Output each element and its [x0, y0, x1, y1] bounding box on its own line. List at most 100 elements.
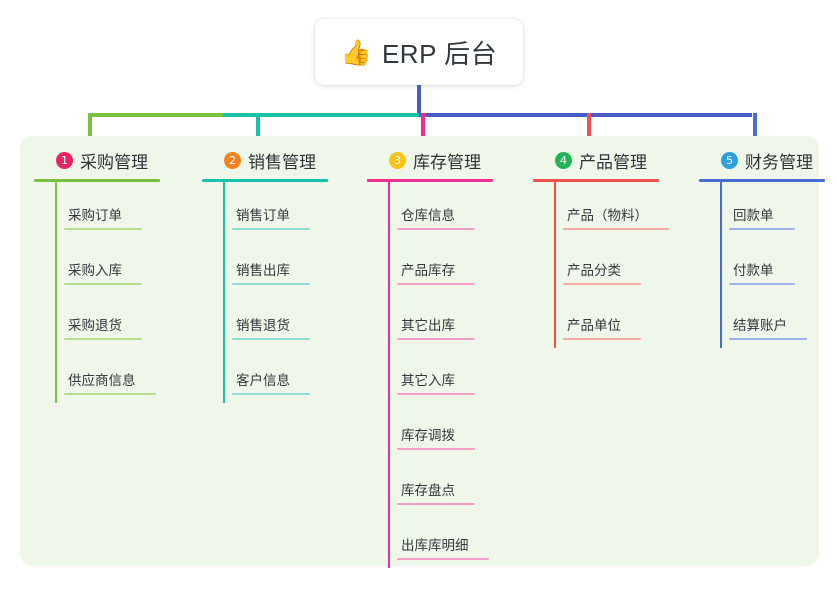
branch-items-5: 回款单付款单结算账户 — [699, 180, 825, 384]
branch-item-rule — [64, 228, 142, 230]
root-node-title: ERP 后台 — [381, 38, 498, 69]
branch-item[interactable]: 销售出库 — [232, 259, 310, 289]
erp-mindmap-canvas: 👍 ERP 后台 1 采购管理采购订单采购入库采购退货供应商信息 2 销售管理销售订单… — [20, 19, 825, 568]
branch-item-rule — [64, 393, 156, 395]
connector-drop-1 — [88, 113, 92, 146]
branch-title-4: 产品管理 — [579, 152, 647, 172]
branch-rule-3 — [367, 179, 493, 182]
branch-item[interactable]: 产品库存 — [397, 259, 475, 289]
branch-item-label: 库存盘点 — [401, 483, 455, 498]
branch-item[interactable]: 产品单位 — [563, 314, 641, 344]
branch-item-label: 出库库明细 — [401, 538, 469, 553]
branch-item-label: 其它入库 — [401, 373, 455, 388]
branch-header-3[interactable]: 3 库存管理 — [367, 146, 493, 174]
branch-item[interactable]: 供应商信息 — [64, 369, 156, 399]
branch-title-5: 财务管理 — [745, 152, 813, 172]
branch-column-4: 4 产品管理产品（物料） 产品分类产品单位 — [533, 146, 669, 384]
branch-item[interactable]: 库存调拨 — [397, 424, 475, 454]
branch-item[interactable]: 回款单 — [729, 204, 795, 234]
branch-item[interactable]: 采购订单 — [64, 204, 142, 234]
branch-items-1: 采购订单采购入库采购退货供应商信息 — [34, 180, 160, 439]
connector-segment-2 — [223, 113, 419, 117]
branch-item[interactable]: 出库库明细 — [397, 534, 489, 564]
branch-item-label: 销售出库 — [236, 263, 290, 278]
connector-drop-3 — [421, 113, 425, 146]
branch-badge-1: 1 — [56, 151, 73, 169]
branch-spine-4 — [554, 180, 556, 348]
branch-item-rule — [729, 283, 795, 285]
branch-item[interactable]: 库存盘点 — [397, 479, 475, 509]
branch-item-label: 采购退货 — [68, 318, 122, 333]
branch-item-rule — [563, 228, 669, 230]
branch-item-label: 库存调拨 — [401, 428, 455, 443]
branch-item-label: 产品库存 — [401, 263, 455, 278]
branch-item[interactable]: 仓库信息 — [397, 204, 475, 234]
connector-segment-3 — [419, 113, 752, 117]
branch-item-label: 其它出库 — [401, 318, 455, 333]
branch-item-label: 销售订单 — [236, 208, 290, 223]
branch-spine-1 — [55, 180, 57, 403]
branch-item-rule — [397, 503, 475, 505]
branch-items-3: 仓库信息产品库存其它出库其它入库库存调拨库存盘点出库库明细 — [367, 180, 493, 604]
branch-title-3: 库存管理 — [413, 152, 481, 172]
branch-item[interactable]: 销售订单 — [232, 204, 310, 234]
branch-item-rule — [232, 338, 310, 340]
connector-segment-1 — [88, 113, 223, 117]
branch-items-4: 产品（物料） 产品分类产品单位 — [533, 180, 669, 384]
branch-rule-5 — [699, 179, 825, 182]
branch-column-2: 2 销售管理销售订单销售出库销售退货客户信息 — [202, 146, 328, 439]
branch-badge-4: 4 — [555, 151, 572, 169]
branch-item-label: 付款单 — [733, 263, 774, 278]
branch-item-label: 供应商信息 — [68, 373, 136, 388]
branch-item[interactable]: 产品（物料） — [563, 204, 669, 234]
branch-item-rule — [397, 338, 475, 340]
branch-item[interactable]: 结算账户 — [729, 314, 807, 344]
branch-header-2[interactable]: 2 销售管理 — [202, 146, 328, 174]
branch-column-3: 3 库存管理仓库信息产品库存其它出库其它入库库存调拨库存盘点出库库明细 — [367, 146, 493, 604]
branch-badge-2: 2 — [224, 151, 241, 169]
connector-stem — [417, 85, 421, 115]
branch-column-1: 1 采购管理采购订单采购入库采购退货供应商信息 — [34, 146, 160, 439]
branch-item[interactable]: 客户信息 — [232, 369, 310, 399]
branch-item[interactable]: 销售退货 — [232, 314, 310, 344]
branch-item-rule — [397, 448, 475, 450]
branch-item[interactable]: 付款单 — [729, 259, 795, 289]
root-node-card[interactable]: 👍 ERP 后台 — [315, 19, 523, 85]
branch-item-label: 客户信息 — [236, 373, 290, 388]
branch-item-rule — [729, 228, 795, 230]
branch-item-label: 采购入库 — [68, 263, 122, 278]
branch-item[interactable]: 其它入库 — [397, 369, 475, 399]
branch-item-rule — [64, 338, 142, 340]
branch-item-rule — [563, 338, 641, 340]
branch-item[interactable]: 采购入库 — [64, 259, 142, 289]
branch-item-rule — [563, 283, 641, 285]
branch-item[interactable]: 采购退货 — [64, 314, 142, 344]
branch-item[interactable]: 产品分类 — [563, 259, 641, 289]
branch-item-label: 产品分类 — [567, 263, 621, 278]
branch-title-1: 采购管理 — [80, 152, 148, 172]
branch-item-rule — [232, 283, 310, 285]
connector-drop-4 — [587, 113, 591, 146]
branch-spine-2 — [223, 180, 225, 403]
thumbs-up-icon: 👍 — [340, 37, 372, 67]
branch-item-rule — [397, 228, 475, 230]
branch-item-label: 销售退货 — [236, 318, 290, 333]
branch-title-2: 销售管理 — [248, 152, 316, 172]
branch-spine-5 — [720, 180, 722, 348]
branch-badge-3: 3 — [389, 151, 406, 169]
branch-item-label: 采购订单 — [68, 208, 122, 223]
branches-panel — [20, 136, 819, 566]
branch-item-label: 仓库信息 — [401, 208, 455, 223]
branch-item-label: 产品（物料） — [567, 208, 648, 223]
branch-item[interactable]: 其它出库 — [397, 314, 475, 344]
branch-item-label: 回款单 — [733, 208, 774, 223]
branch-item-rule — [64, 283, 142, 285]
branch-rule-2 — [202, 179, 328, 182]
branch-item-rule — [397, 558, 489, 560]
branch-item-rule — [232, 228, 310, 230]
branch-header-1[interactable]: 1 采购管理 — [34, 146, 160, 174]
branch-item-rule — [397, 283, 475, 285]
branch-header-4[interactable]: 4 产品管理 — [533, 146, 659, 174]
